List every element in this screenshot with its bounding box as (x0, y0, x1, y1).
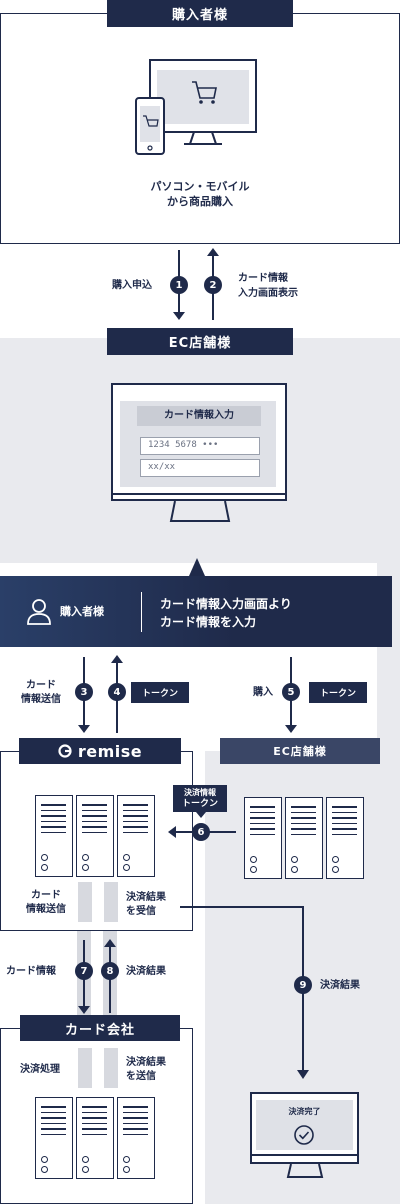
remise-server-3 (117, 795, 155, 877)
panel-message-line1: カード情報入力画面より (160, 597, 292, 611)
step6-box-pointer (196, 812, 206, 818)
remise-server-1 (35, 795, 73, 877)
buyer-caption-line2: から商品購入 (167, 195, 233, 208)
step4-badge: 4 (108, 683, 126, 701)
remise-logo-icon (58, 744, 72, 758)
step2-badge: 2 (204, 276, 222, 294)
ec-server-3 (326, 797, 364, 879)
result-monitor-bezel-line (250, 1154, 359, 1156)
remise-label-right-line2: を受信 (126, 906, 156, 917)
remise-logo-text: remise (77, 741, 143, 761)
remise-logo-bar: remise (19, 738, 181, 764)
result-monitor-stand (286, 1163, 324, 1178)
card-server-2 (76, 1097, 114, 1179)
internal-channel-left (78, 882, 92, 922)
arrow-up-icon (111, 655, 123, 663)
ec-server-section-title: EC店舗様 (220, 738, 380, 764)
card-internal-channel-left (78, 1048, 92, 1088)
buyer-input-panel-title: 購入者様 (60, 605, 104, 618)
card-company-label-right-line1: 決済結果 (126, 1057, 166, 1068)
computer-and-phone-with-cart-icon (135, 59, 257, 155)
card-internal-channel-right (104, 1048, 118, 1088)
arrow-down-icon (173, 312, 185, 320)
card-number-field[interactable]: 1234 5678 ••• (140, 437, 260, 455)
card-server-1 (35, 1097, 73, 1179)
step6-label-line1: 決済情報 (184, 788, 216, 797)
card-server-3 (117, 1097, 155, 1179)
card-company-title: カード会社 (20, 1015, 180, 1041)
ec-section-title: EC店舗様 (107, 328, 293, 355)
step7-badge: 7 (75, 962, 93, 980)
panel-divider (141, 592, 142, 632)
ec-server-2 (285, 797, 323, 879)
remise-label-right-line1: 決済結果 (126, 892, 166, 903)
card-number-placeholder: 1234 5678 ••• (148, 440, 219, 450)
internal-channel-right (104, 882, 118, 922)
remise-label-left-line2: 情報送信 (26, 904, 66, 915)
arrow-up-icon (104, 939, 116, 947)
step3-badge: 3 (75, 683, 93, 701)
step9-badge: 9 (294, 976, 312, 994)
step8-badge: 8 (101, 962, 119, 980)
remise-label-left-line1: カード (31, 890, 61, 901)
step4-token-pill: トークン (131, 682, 189, 703)
step2-label-line2: 入力画面表示 (238, 288, 298, 299)
remise-server-2 (76, 795, 114, 877)
step5-token-pill: トークン (309, 682, 367, 703)
expiry-placeholder: xx/xx (148, 462, 176, 472)
form-monitor-bezel-line (111, 493, 287, 495)
step5-label: 購入 (253, 687, 273, 698)
panel-pointer (189, 558, 205, 576)
step6-badge: 6 (192, 823, 210, 841)
step9-label: 決済結果 (320, 980, 360, 991)
result-monitor-title: 決済完了 (288, 1107, 321, 1116)
step5-badge: 5 (282, 683, 300, 701)
card-company-label-left: 決済処理 (20, 1064, 60, 1075)
step6-info-box: 決済情報 トークン (173, 785, 227, 812)
step2-label-line1: カード情報 (238, 273, 288, 284)
arrow-left-icon (168, 826, 176, 838)
monitor-stand (169, 500, 231, 522)
step1-label: 購入申込 (112, 280, 152, 291)
arrow-up-icon (207, 248, 219, 256)
step8-label: 決済結果 (126, 966, 166, 977)
buyer-section-title: 購入者様 (107, 0, 293, 27)
arrow-down-icon (78, 725, 90, 733)
step1-badge: 1 (170, 276, 188, 294)
panel-message-line2: カード情報を入力 (160, 615, 257, 629)
step3-label-line2: 情報送信 (21, 694, 61, 705)
card-form-title: カード情報入力 (137, 406, 261, 426)
step6-label-line2: トークン (181, 799, 218, 809)
step7-label: カード情報 (6, 966, 56, 977)
arrow-down-icon (78, 1006, 90, 1014)
card-company-label-right-line2: を送信 (126, 1071, 156, 1082)
expiry-field[interactable]: xx/xx (140, 459, 260, 477)
arrow-down-icon (285, 725, 297, 733)
buyer-input-panel (0, 576, 392, 647)
buyer-caption-line1: パソコン・モバイル (150, 180, 250, 193)
person-icon (27, 599, 51, 625)
step3-label-line1: カード (26, 680, 56, 691)
ec-server-1 (244, 797, 282, 879)
result-monitor-screen (256, 1100, 353, 1150)
check-circle-icon (294, 1125, 314, 1145)
